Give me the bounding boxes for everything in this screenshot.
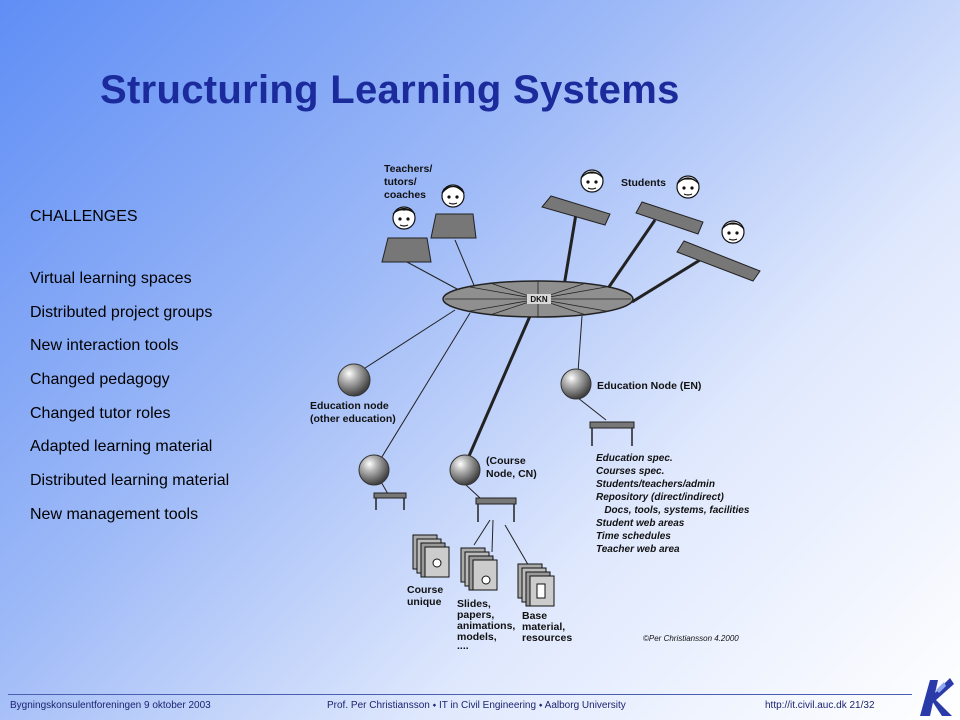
svg-text:Time schedules: Time schedules — [596, 531, 671, 542]
node-sphere — [358, 454, 390, 486]
course-node-sphere — [449, 454, 481, 486]
education-node-en-sphere — [560, 368, 592, 400]
dkn-label: DKN — [530, 295, 548, 304]
challenge-item: Distributed learning material — [30, 472, 230, 490]
svg-text:Students/teachers/admin: Students/teachers/admin — [596, 479, 715, 490]
course-node-database — [475, 497, 517, 522]
challenge-item: Adapted learning material — [30, 438, 213, 456]
svg-text:Education spec.: Education spec. — [596, 453, 673, 464]
svg-text:Courses spec.: Courses spec. — [596, 466, 664, 477]
challenges-list: CHALLENGES Virtual learning spaces Distr… — [30, 208, 229, 539]
challenge-item: New management tools — [30, 505, 199, 523]
svg-text:material,: material, — [522, 621, 565, 633]
student-avatar — [721, 220, 745, 244]
education-node-en-label: Education Node (EN) — [597, 380, 701, 392]
svg-text:animations,: animations, — [457, 620, 515, 632]
education-node-other-label: (other education) — [310, 413, 396, 425]
challenge-item: Changed pedagogy — [30, 371, 170, 389]
aalborg-logo-icon — [920, 678, 954, 716]
teachers-label: Teachers/ — [384, 163, 432, 175]
teachers-label: tutors/ — [384, 176, 417, 188]
svg-text:Docs, tools, systems, faciliti: Docs, tools, systems, facilities — [596, 505, 750, 516]
teacher-desk — [381, 237, 432, 263]
course-unique-label: unique — [407, 596, 442, 608]
footer-divider — [8, 694, 912, 695]
challenge-item: New interaction tools — [30, 337, 179, 355]
education-node-other-label: Education node — [310, 400, 389, 412]
student-avatar — [676, 175, 700, 199]
en-contents: Education spec. Courses spec. Students/t… — [596, 453, 750, 555]
challenge-item: Changed tutor roles — [30, 404, 171, 422]
student-avatar — [580, 169, 604, 193]
course-node-label: Node, CN) — [486, 468, 537, 480]
page-title: Structuring Learning Systems — [100, 68, 680, 112]
student-desk — [676, 240, 761, 282]
svg-text:Slides,: Slides, — [457, 598, 491, 610]
slides-label: Slides, papers, animations, models, .... — [457, 598, 515, 650]
teacher-avatar — [392, 206, 416, 230]
svg-text:models,: models, — [457, 631, 497, 643]
svg-text:....: .... — [457, 640, 469, 650]
dkn-hub: DKN — [442, 280, 634, 318]
en-database — [589, 421, 635, 446]
footer-middle: Prof. Per Christiansson ⬩ IT in Civil En… — [327, 700, 626, 711]
students-label: Students — [621, 177, 666, 189]
node-database — [373, 492, 407, 510]
footer-right: http://it.civil.auc.dk 21/32 — [765, 700, 875, 711]
challenge-item: Virtual learning spaces — [30, 270, 192, 287]
base-material-label: Base material, resources — [522, 610, 572, 644]
course-unique-documents — [412, 534, 450, 578]
student-desk — [635, 201, 704, 235]
svg-text:Teacher web area: Teacher web area — [596, 544, 680, 555]
teacher-desk — [430, 213, 477, 239]
education-node-other-sphere — [337, 363, 371, 397]
learning-system-diagram: DKN Teachers/ tutors/ coaches Students — [310, 163, 761, 650]
base-material-documents — [517, 563, 555, 607]
svg-text:Repository (direct/indirect): Repository (direct/indirect) — [596, 492, 724, 503]
footer-left: Bygningskonsulentforeningen 9 oktober 20… — [10, 700, 211, 711]
course-node-label: (Course — [486, 455, 526, 467]
teachers-label: coaches — [384, 189, 426, 201]
svg-text:resources: resources — [522, 632, 572, 644]
course-unique-label: Course — [407, 584, 443, 596]
challenges-heading: CHALLENGES — [30, 208, 138, 225]
svg-text:Base: Base — [522, 610, 547, 622]
teacher-avatar — [441, 184, 465, 208]
copyright-note: ©Per Christiansson 4.2000 — [643, 634, 739, 643]
student-desk — [541, 195, 611, 226]
slides-documents — [460, 547, 498, 591]
challenge-item: Distributed project groups — [30, 303, 213, 321]
svg-text:papers,: papers, — [457, 609, 494, 621]
svg-text:Student web areas: Student web areas — [596, 518, 685, 529]
